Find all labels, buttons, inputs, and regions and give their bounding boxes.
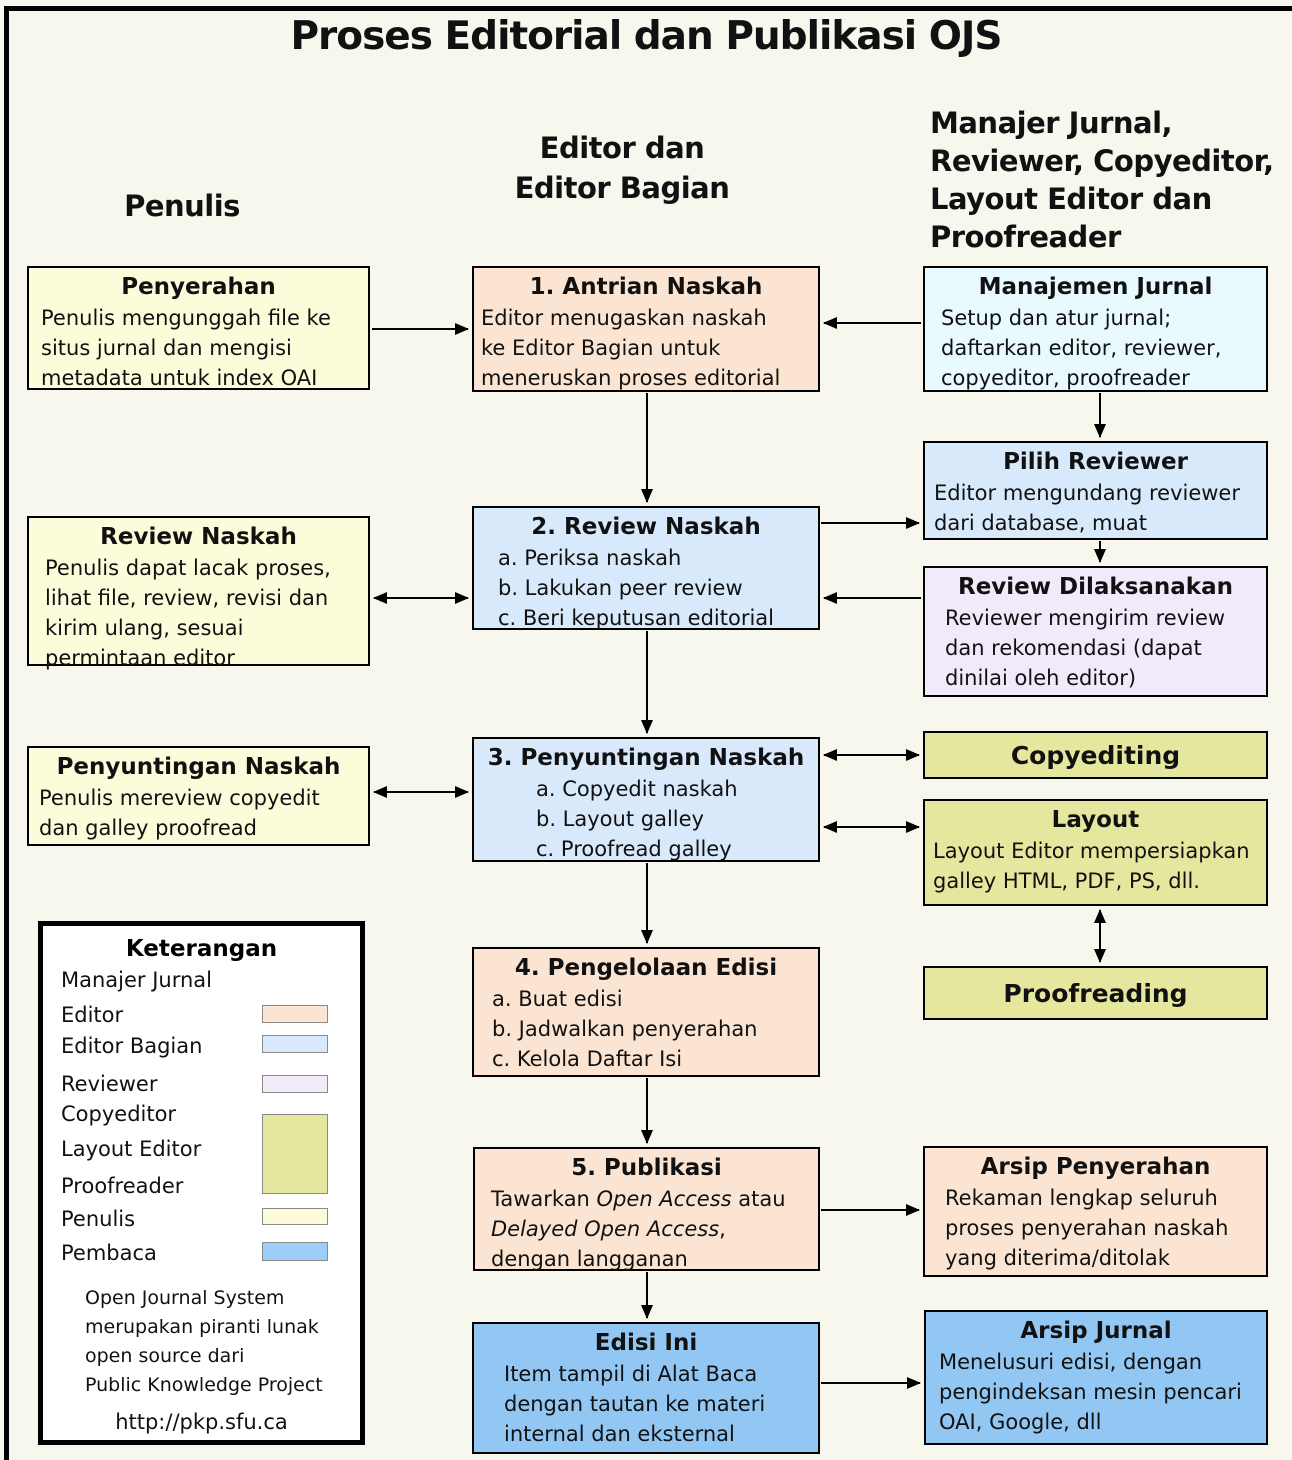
box-title: Arsip Penyerahan: [980, 1154, 1211, 1180]
box-review-naskah: 2. Review Naskah a. Periksa naskah b. La…: [472, 506, 820, 630]
legend-label-manajer-jurnal: Manajer Jurnal: [61, 968, 213, 992]
box-title: Copyediting: [1010, 740, 1181, 770]
legend-swatch-copyeditor-layout-proofreader: [262, 1114, 328, 1194]
box-body: Reviewer mengirim review dan rekomendasi…: [945, 606, 1226, 690]
diagram-title: Proses Editorial dan Publikasi OJS: [290, 14, 1002, 59]
box-title: 4. Pengelolaan Edisi: [514, 955, 778, 981]
box-item: c. Beri keputusan editorial: [498, 606, 775, 630]
box-review-dilaksanakan: Review Dilaksanakan Reviewer mengirim re…: [923, 566, 1268, 697]
legend-label-penulis: Penulis: [61, 1207, 136, 1231]
box-body: Editor menugaskan naskah ke Editor Bagia…: [481, 306, 781, 390]
box-arsip-penyerahan: Arsip Penyerahan Rekaman lengkap seluruh…: [923, 1146, 1268, 1277]
pkp-url: http://pkp.sfu.ca: [115, 1410, 288, 1434]
legend-label-copyeditor: Copyeditor: [61, 1102, 177, 1126]
box-body: Layout Editor mempersiapkan galley HTML,…: [933, 839, 1250, 893]
box-pengelolaan-edisi: 4. Pengelolaan Edisi a. Buat edisi b. Ja…: [472, 947, 820, 1077]
box-review-naskah-penulis: Review Naskah Penulis dapat lacak proses…: [27, 516, 370, 670]
box-title: Review Dilaksanakan: [957, 574, 1233, 600]
box-item: c. Kelola Daftar Isi: [492, 1047, 683, 1071]
legend-title: Keterangan: [125, 936, 278, 962]
box-proofreading: Proofreading: [923, 966, 1268, 1020]
legend-label-pembaca: Pembaca: [61, 1241, 157, 1265]
box-arsip-jurnal: Arsip Jurnal Menelusuri edisi, dengan pe…: [924, 1310, 1268, 1445]
box-item: b. Jadwalkan penyerahan: [492, 1017, 758, 1041]
legend-label-reviewer: Reviewer: [61, 1072, 158, 1096]
legend-label-editor-bagian: Editor Bagian: [61, 1034, 203, 1058]
column-header-editor: Editor dan Editor Bagian: [514, 131, 730, 205]
box-body: Penulis mengunggah file ke situs jurnal …: [41, 306, 331, 390]
box-title: Review Naskah: [100, 524, 297, 550]
box-layout: Layout Layout Editor mempersiapkan galle…: [923, 799, 1268, 906]
box-manajemen-jurnal: Manajemen Jurnal Setup dan atur jurnal; …: [923, 266, 1268, 392]
legend-swatch-penulis: [262, 1208, 328, 1225]
legend-swatch-pembaca: [262, 1242, 328, 1261]
box-body-line: Delayed Open Access,: [491, 1217, 726, 1241]
column-header-penulis: Penulis: [124, 189, 240, 223]
box-copyediting: Copyediting: [923, 731, 1268, 779]
box-item: b. Layout galley: [536, 807, 704, 831]
box-penyerahan: Penyerahan Penulis mengunggah file ke si…: [27, 266, 370, 390]
box-item: a. Buat edisi: [492, 987, 623, 1011]
legend-label-proofreader: Proofreader: [61, 1174, 184, 1198]
legend-label-editor: Editor: [61, 1003, 124, 1027]
box-title: Manajemen Jurnal: [978, 274, 1213, 300]
column-header-manajer: Manajer Jurnal, Reviewer, Copyeditor, La…: [930, 106, 1274, 254]
box-title: Penyerahan: [121, 274, 276, 300]
box-title: Arsip Jurnal: [1020, 1318, 1172, 1344]
box-body: Editor mengundang reviewer dari database…: [934, 481, 1240, 535]
legend-swatch-editor: [262, 1005, 328, 1023]
box-publikasi: 5. Publikasi Tawarkan Open Access atau D…: [473, 1147, 820, 1271]
box-edisi-ini: Edisi Ini Item tampil di Alat Baca denga…: [472, 1322, 820, 1454]
box-item: c. Proofread galley: [536, 837, 732, 861]
box-title: 1. Antrian Naskah: [529, 274, 763, 300]
box-penyuntingan-naskah: 3. Penyuntingan Naskah a. Copyedit naska…: [472, 737, 820, 862]
box-penyuntingan-penulis: Penyuntingan Naskah Penulis mereview cop…: [27, 746, 370, 846]
legend-note: Open Journal System merupakan piranti lu…: [85, 1287, 323, 1396]
box-body: Rekaman lengkap seluruh proses penyeraha…: [945, 1186, 1229, 1270]
legend-swatch-editor-bagian: [262, 1035, 328, 1053]
box-title: Pilih Reviewer: [1003, 449, 1188, 475]
box-title: Edisi Ini: [594, 1330, 698, 1356]
box-item: b. Lakukan peer review: [498, 576, 743, 600]
legend-box: Keterangan Manajer Jurnal Editor Editor …: [38, 921, 365, 1445]
box-pilih-reviewer: Pilih Reviewer Editor mengundang reviewe…: [923, 441, 1268, 540]
box-title: Layout: [1051, 807, 1140, 833]
legend-swatch-reviewer: [262, 1075, 328, 1093]
box-item: a. Periksa naskah: [498, 546, 682, 570]
box-body: Penulis mereview copyedit dan galley pro…: [39, 786, 320, 840]
box-title: Proofreading: [1003, 978, 1188, 1008]
box-title: 2. Review Naskah: [531, 514, 761, 540]
box-body-line: dengan langganan: [491, 1247, 688, 1271]
box-body: Penulis dapat lacak proses, lihat file, …: [45, 556, 331, 670]
box-body: Menelusuri edisi, dengan pengindeksan me…: [939, 1350, 1242, 1434]
box-item: a. Copyedit naskah: [536, 777, 738, 801]
box-body: Item tampil di Alat Baca dengan tautan k…: [504, 1362, 766, 1446]
box-title: 3. Penyuntingan Naskah: [487, 745, 805, 771]
box-title: Penyuntingan Naskah: [56, 754, 341, 780]
box-antrian-naskah: 1. Antrian Naskah Editor menugaskan nask…: [472, 266, 820, 392]
box-body: Setup dan atur jurnal; daftarkan editor,…: [941, 306, 1222, 390]
legend-label-layout-editor: Layout Editor: [61, 1137, 202, 1161]
box-body-line: Tawarkan Open Access atau: [491, 1187, 786, 1211]
box-title: 5. Publikasi: [571, 1155, 722, 1181]
